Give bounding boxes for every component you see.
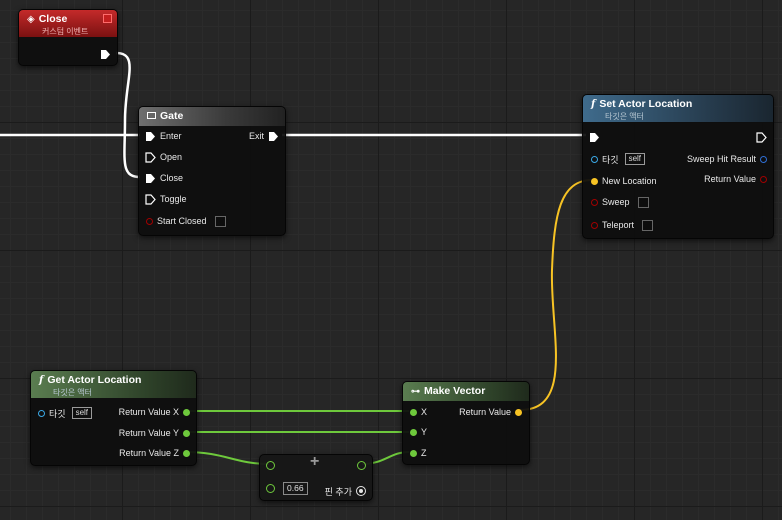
make-vector-x-pin[interactable]: X	[410, 405, 431, 419]
float-pin-icon[interactable]	[183, 408, 190, 416]
multiply-symbol: +	[310, 453, 320, 470]
set-location-sweep-hit-result-pin[interactable]: Sweep Hit Result	[683, 152, 767, 166]
event-diamond-icon: ◈	[27, 14, 35, 25]
bool-pin-icon[interactable]	[146, 217, 153, 225]
float-pin-icon[interactable]	[357, 460, 366, 470]
exec-out-pin-icon[interactable]	[756, 131, 767, 143]
exec-in-pin-icon[interactable]	[589, 132, 600, 143]
gate-title: Gate	[160, 110, 184, 122]
add-pin-icon[interactable]	[356, 486, 366, 496]
vector-pin-icon[interactable]	[515, 408, 522, 416]
make-vector-node[interactable]: ⊶ Make Vector X Y Z Return Value	[402, 381, 530, 465]
multiply-out-pin[interactable]	[357, 458, 366, 472]
bool-pin-icon[interactable]	[591, 198, 598, 206]
float-pin-icon[interactable]	[410, 449, 417, 457]
get-location-y-pin[interactable]: Return Value Y	[115, 426, 190, 440]
function-icon: f	[39, 375, 44, 386]
set-actor-location-subtitle: 타깃은 액터	[605, 112, 645, 121]
set-location-exec-in-pin[interactable]	[589, 130, 600, 144]
exec-out-pin-icon[interactable]	[100, 49, 111, 60]
multiply-node[interactable]: + 0.66 핀 추가	[259, 453, 373, 501]
make-vector-return-pin[interactable]: Return Value	[455, 405, 522, 419]
gate-toggle-pin[interactable]: Toggle	[145, 192, 191, 206]
sweep-checkbox[interactable]	[637, 196, 649, 208]
gate-start-closed-pin[interactable]: Start Closed	[146, 214, 226, 228]
multiply-b-pin[interactable]: 0.66	[266, 481, 308, 495]
exec-in-pin-icon[interactable]	[145, 193, 156, 205]
get-location-x-pin[interactable]: Return Value X	[115, 405, 190, 419]
start-closed-checkbox[interactable]	[214, 215, 226, 227]
make-vector-header: ⊶ Make Vector	[403, 382, 529, 401]
get-actor-location-title: Get Actor Location	[47, 374, 142, 386]
gate-header: Gate	[139, 107, 285, 126]
exec-out-pin-icon[interactable]	[268, 131, 279, 142]
float-pin-icon[interactable]	[410, 428, 417, 436]
exec-wire-close-to-gate	[115, 51, 141, 179]
float-pin-icon[interactable]	[183, 449, 190, 457]
add-pin-button[interactable]: 핀 추가	[321, 484, 366, 498]
close-event-header: ◈Close 커스텀 이벤트	[19, 10, 117, 37]
target-self-field[interactable]: self	[71, 407, 93, 419]
target-self-field[interactable]: self	[624, 153, 646, 165]
float-wire-z-to-multiply	[184, 451, 270, 465]
make-vector-y-pin[interactable]: Y	[410, 425, 431, 439]
multiply-value-field[interactable]: 0.66	[283, 481, 308, 495]
exec-in-pin-icon[interactable]	[145, 173, 156, 184]
float-pin-icon[interactable]	[266, 483, 275, 493]
bool-pin-icon[interactable]	[591, 221, 598, 229]
set-location-new-location-pin[interactable]: New Location	[591, 174, 661, 188]
close-event-title: Close	[38, 13, 68, 25]
vector-pin-icon[interactable]	[591, 177, 598, 185]
set-location-exec-out-pin[interactable]	[756, 130, 767, 144]
close-event-subtitle: 커스텀 이벤트	[42, 27, 89, 36]
multiply-a-pin[interactable]	[266, 458, 275, 472]
get-actor-location-subtitle: 타깃은 액터	[53, 388, 93, 397]
set-actor-location-title: Set Actor Location	[599, 98, 693, 110]
exec-in-pin-icon[interactable]	[145, 151, 156, 163]
gate-node[interactable]: Gate Enter Open Close Toggle Start Close…	[138, 106, 286, 236]
float-pin-icon[interactable]	[266, 460, 275, 470]
vector-wire	[519, 179, 593, 411]
float-pin-icon[interactable]	[183, 429, 190, 437]
exec-in-pin-icon[interactable]	[145, 131, 156, 142]
get-location-target-pin[interactable]: 타깃 self	[38, 406, 93, 420]
make-struct-icon: ⊶	[411, 387, 420, 397]
gate-close-pin[interactable]: Close	[145, 171, 187, 185]
make-vector-title: Make Vector	[424, 385, 486, 397]
delegate-pin-icon[interactable]	[103, 14, 112, 23]
gate-open-pin[interactable]: Open	[145, 150, 186, 164]
teleport-checkbox[interactable]	[642, 219, 654, 231]
object-pin-icon[interactable]	[38, 409, 45, 417]
gate-enter-pin[interactable]: Enter	[145, 129, 186, 143]
bool-pin-icon[interactable]	[760, 175, 767, 183]
set-location-target-pin[interactable]: 타깃 self	[591, 152, 646, 166]
make-vector-z-pin[interactable]: Z	[410, 446, 431, 460]
get-location-z-pin[interactable]: Return Value Z	[115, 446, 190, 460]
struct-pin-icon[interactable]	[760, 155, 767, 163]
close-event-node[interactable]: ◈Close 커스텀 이벤트	[18, 9, 118, 66]
gate-icon	[147, 112, 156, 119]
float-pin-icon[interactable]	[410, 408, 417, 416]
set-location-sweep-pin[interactable]: Sweep	[591, 195, 649, 209]
function-icon: f	[591, 99, 596, 110]
object-pin-icon[interactable]	[591, 155, 598, 163]
gate-exit-pin[interactable]: Exit	[245, 129, 279, 143]
set-location-teleport-pin[interactable]: Teleport	[591, 218, 654, 232]
set-location-return-value-pin[interactable]: Return Value	[700, 172, 767, 186]
